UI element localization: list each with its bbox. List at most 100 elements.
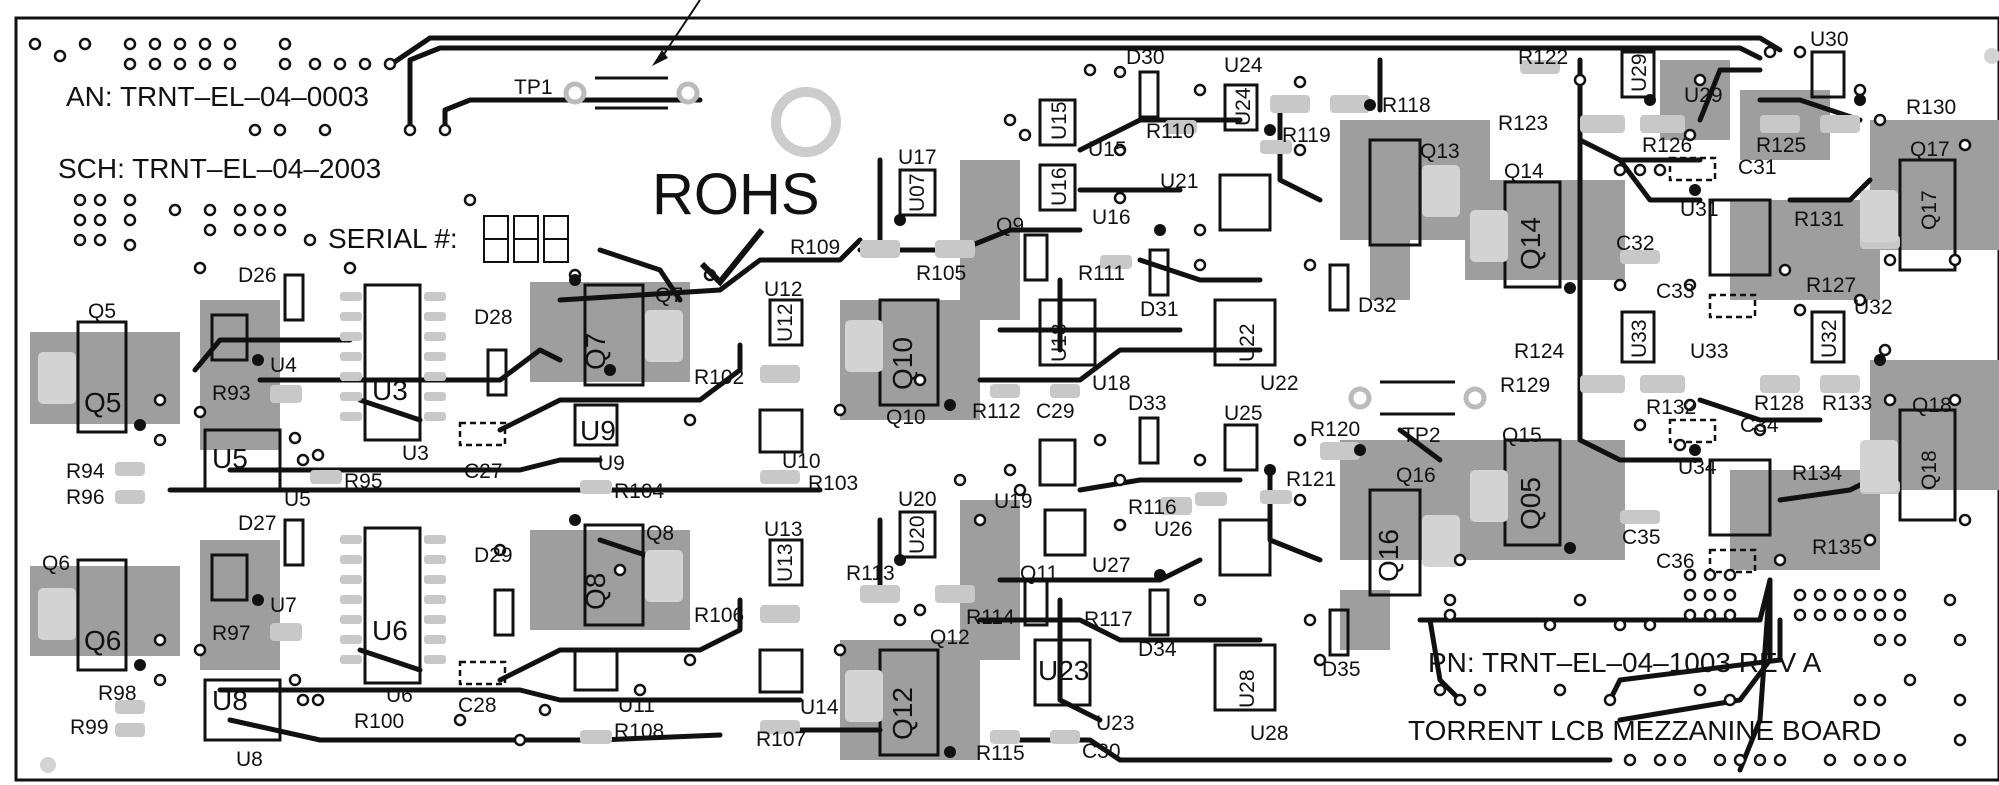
refdes-r121: R121 [1286, 468, 1336, 491]
refdes-c28: C28 [458, 694, 497, 717]
refdes-r134: R134 [1792, 462, 1843, 485]
refdes-u15: U15 [1088, 138, 1127, 161]
rohs-checkmark [699, 228, 765, 287]
refdes-r122: R122 [1518, 46, 1568, 69]
refdes-r129: R129 [1500, 374, 1550, 397]
refdes-r131: R131 [1794, 208, 1844, 231]
refdes-d32: D32 [1358, 294, 1397, 317]
refdes-u17-body: U07 [906, 173, 929, 212]
refdes-r108: R108 [614, 720, 664, 743]
testpoints-and-fiducials [40, 0, 1999, 773]
refdes-u22: U22 [1260, 372, 1299, 395]
refdes-d34: D34 [1138, 638, 1177, 661]
refdes-q17: Q17 [1910, 138, 1950, 161]
refdes-c30: C30 [1082, 740, 1121, 763]
rohs-label: ROHS [652, 162, 820, 227]
refdes-r112: R112 [972, 400, 1021, 423]
refdes-u11: U11 [618, 694, 655, 717]
refdes-u8: U8 [212, 685, 248, 716]
refdes-q5-body: Q5 [84, 387, 121, 418]
refdes-c35: C35 [1622, 526, 1661, 549]
refdes-r124: R124 [1514, 340, 1565, 363]
refdes-u32-body: U32 [1818, 319, 1841, 358]
refdes-r109: R109 [790, 236, 840, 259]
reference-designators: Q5 Q5 Q6 Q6 Q7 Q7 Q8 Q8 Q9 Q10 Q10 Q11 Q… [42, 28, 1956, 771]
refdes-u23: U23 [1096, 712, 1135, 735]
refdes-q12: Q12 [930, 626, 970, 649]
refdes-u25: U25 [1224, 402, 1263, 425]
refdes-q16: Q16 [1396, 464, 1436, 487]
refdes-r119: R119 [1282, 124, 1331, 147]
pin1-markers [134, 94, 1886, 758]
refdes-u21: U21 [1160, 170, 1199, 193]
assembly-number: AN: TRNT–EL–04–0003 [66, 81, 369, 112]
refdes-q6-body: Q6 [84, 625, 121, 656]
refdes-q8: Q8 [646, 522, 674, 545]
refdes-u4: U4 [270, 354, 297, 377]
refdes-u15-body: U15 [1048, 101, 1071, 140]
refdes-r123: R123 [1498, 112, 1548, 135]
refdes-u13: U13 [764, 518, 803, 541]
refdes-r94: R94 [66, 460, 105, 483]
refdes-q10-body: Q10 [887, 337, 918, 390]
refdes-r102: R102 [694, 366, 744, 389]
refdes-u26: U26 [1154, 518, 1193, 541]
refdes-r114: R114 [966, 606, 1015, 629]
refdes-c32: C32 [1616, 232, 1655, 255]
refdes-q14-body: Q14 [1515, 217, 1546, 270]
refdes-r107: R107 [756, 728, 806, 751]
refdes-q15: Q15 [1502, 424, 1542, 447]
refdes-d27: D27 [238, 512, 277, 535]
refdes-r120: R120 [1310, 418, 1360, 441]
refdes-c29: C29 [1036, 400, 1075, 423]
refdes-r135: R135 [1812, 536, 1862, 559]
refdes-u27: U27 [1092, 554, 1131, 577]
refdes-r93: R93 [212, 382, 251, 405]
tp2-label: TP2 [1402, 424, 1441, 447]
refdes-u12-body: U12 [774, 303, 797, 342]
refdes-u6: U6 [386, 684, 413, 707]
refdes-r98: R98 [98, 682, 137, 705]
refdes-d30: D30 [1126, 46, 1165, 69]
refdes-u7: U7 [270, 594, 297, 617]
smt-pads [38, 60, 1900, 744]
refdes-q13: Q13 [1420, 140, 1460, 163]
refdes-u19: U19 [994, 490, 1033, 513]
refdes-r115: R115 [976, 742, 1025, 765]
refdes-q17-body: Q17 [1918, 190, 1941, 230]
refdes-r97: R97 [212, 622, 251, 645]
refdes-r125: R125 [1756, 134, 1806, 157]
refdes-q8-body: Q8 [580, 573, 611, 610]
refdes-u9-body: U9 [580, 415, 616, 446]
refdes-u16-body: U16 [1048, 167, 1071, 206]
refdes-u28-body: U28 [1236, 669, 1259, 708]
schematic-number: SCH: TRNT–EL–04–2003 [58, 153, 381, 184]
refdes-u17: U17 [898, 146, 937, 169]
refdes-q5: Q5 [88, 300, 116, 323]
refdes-u33-body: U33 [1628, 319, 1651, 358]
refdes-u34: U34 [1678, 456, 1717, 479]
refdes-r99: R99 [70, 716, 109, 739]
refdes-u32: U32 [1854, 296, 1893, 319]
refdes-q18-body: Q18 [1918, 450, 1941, 490]
refdes-u18-body: U18 [1048, 323, 1071, 362]
refdes-r110: R110 [1146, 120, 1195, 143]
refdes-c34: C34 [1740, 414, 1779, 437]
refdes-q15-body: Q05 [1515, 477, 1546, 530]
refdes-u33: U33 [1690, 340, 1729, 363]
refdes-u22-body: U22 [1236, 323, 1259, 362]
refdes-u3-body: U3 [372, 375, 408, 406]
mounting-ring [771, 87, 841, 157]
refdes-u24-body: U24 [1232, 87, 1255, 126]
refdes-r96: R96 [66, 486, 105, 509]
refdes-u30: U30 [1810, 28, 1849, 51]
refdes-u5: U5 [212, 443, 248, 474]
refdes-u28: U28 [1250, 722, 1289, 745]
refdes-u20-body: U20 [906, 515, 929, 554]
refdes-r133: R133 [1822, 392, 1872, 415]
refdes-r104: R104 [614, 480, 665, 503]
refdes-q9: Q9 [996, 214, 1024, 237]
refdes-u14: U14 [800, 696, 839, 719]
refdes-u3: U3 [402, 442, 429, 465]
